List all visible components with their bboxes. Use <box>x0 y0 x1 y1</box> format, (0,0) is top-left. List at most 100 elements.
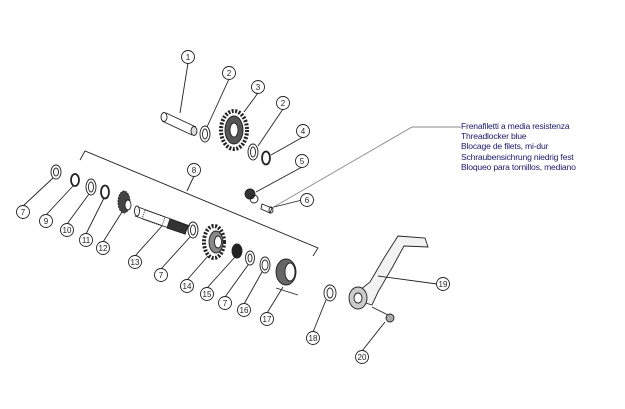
part-2-washer <box>247 143 259 161</box>
callout-circle <box>355 350 369 364</box>
part-2-washer <box>199 125 211 143</box>
callout-number: 11 <box>82 236 91 245</box>
callout-number: 7 <box>223 299 228 308</box>
callout-number: 3 <box>256 83 261 92</box>
threadlocker-leader <box>271 126 461 209</box>
callout-circle <box>60 223 74 237</box>
callout-4: 4 <box>296 124 310 138</box>
callout-5: 5 <box>295 154 309 168</box>
callout-3: 3 <box>251 80 265 94</box>
callout-number: 17 <box>263 315 272 324</box>
callout-circle <box>181 50 195 64</box>
callout-number: 8 <box>192 166 197 175</box>
part-12-gear <box>117 190 132 214</box>
part-3-gear <box>219 109 249 151</box>
part-17-spring <box>275 258 299 296</box>
part-5-ratchet <box>244 188 259 204</box>
callout-number: 4 <box>301 127 306 136</box>
callout-circle <box>260 312 274 326</box>
callout-11: 11 <box>79 233 93 247</box>
callout-17: 17 <box>260 312 274 326</box>
callout-circle <box>222 66 236 80</box>
callout-circle <box>154 268 168 282</box>
callout-circle <box>218 296 232 310</box>
callout-number: 7 <box>159 271 164 280</box>
callout-circle <box>187 163 201 177</box>
part-10-washer <box>85 178 97 196</box>
callout-circle <box>237 303 251 317</box>
callout-number: 6 <box>305 196 310 205</box>
callout-8: 8 <box>187 163 201 177</box>
callout-1: 1 <box>181 50 195 64</box>
callout-circle <box>39 214 53 228</box>
callout-7: 7 <box>16 205 30 219</box>
callout-16: 16 <box>237 303 251 317</box>
callout-circle <box>306 331 320 345</box>
callout-7: 7 <box>218 296 232 310</box>
callout-circle <box>180 279 194 293</box>
callout-number: 12 <box>99 244 108 253</box>
callout-circle <box>251 80 265 94</box>
callout-6: 6 <box>300 193 314 207</box>
callout-circle <box>16 205 30 219</box>
part-15-bearing <box>231 243 243 259</box>
note-line-french: Blocage de filets, mi-dur <box>461 141 549 152</box>
part-16-ring <box>259 256 271 274</box>
callout-circle <box>96 241 110 255</box>
callout-circle <box>128 255 142 269</box>
callout-9: 9 <box>39 214 53 228</box>
callout-number: 20 <box>358 353 367 362</box>
part-7-washer <box>187 221 199 239</box>
callout-number: 2 <box>281 99 286 108</box>
callout-number: 16 <box>240 306 249 315</box>
callout-13: 13 <box>128 255 142 269</box>
part-7-washer <box>50 164 62 180</box>
callout-18: 18 <box>306 331 320 345</box>
callout-number: 2 <box>227 69 232 78</box>
part-6-pin <box>260 203 273 214</box>
callout-10: 10 <box>60 223 74 237</box>
callout-19: 19 <box>436 277 450 291</box>
callout-number: 1 <box>186 53 191 62</box>
callout-circle <box>200 287 214 301</box>
callout-number: 10 <box>63 226 72 235</box>
note-line-spanish: Bloqueo para tornillos, mediano <box>461 161 576 172</box>
callout-2: 2 <box>276 96 290 110</box>
callout-2: 2 <box>222 66 236 80</box>
callout-number: 19 <box>439 280 448 289</box>
note-line-english: Threadlocker blue <box>461 131 527 142</box>
part-18-washer <box>323 284 337 302</box>
part-14-gear <box>202 224 226 260</box>
part-7-washer <box>245 250 255 266</box>
callout-circle <box>79 233 93 247</box>
callout-14: 14 <box>180 279 194 293</box>
assembly-bracket <box>79 150 319 257</box>
callout-circle <box>436 277 450 291</box>
part-1-pin <box>160 112 198 136</box>
part-13-shaft <box>134 205 191 235</box>
callout-circle <box>276 96 290 110</box>
part-11-ring <box>100 184 110 200</box>
callout-circle <box>300 193 314 207</box>
callout-number: 18 <box>309 334 318 343</box>
callout-number: 13 <box>131 258 140 267</box>
part-20-bolt <box>371 306 395 323</box>
callout-circle <box>295 154 309 168</box>
part-4-circlip <box>261 150 271 166</box>
note-line-italian: Frenafiletti a media resistenza <box>461 121 570 131</box>
part-9-circlip <box>70 173 80 187</box>
callout-number: 15 <box>203 290 212 299</box>
note-line-german: Schraubensichrung niedrig fest <box>461 151 574 162</box>
callout-7: 7 <box>154 268 168 282</box>
part-19-kick-lever <box>348 235 429 310</box>
callout-15: 15 <box>200 287 214 301</box>
callout-number: 9 <box>44 217 49 226</box>
callout-circle <box>296 124 310 138</box>
callout-number: 5 <box>300 157 305 166</box>
callout-20: 20 <box>355 350 369 364</box>
callout-number: 7 <box>21 208 26 217</box>
callout-number: 14 <box>183 282 192 291</box>
